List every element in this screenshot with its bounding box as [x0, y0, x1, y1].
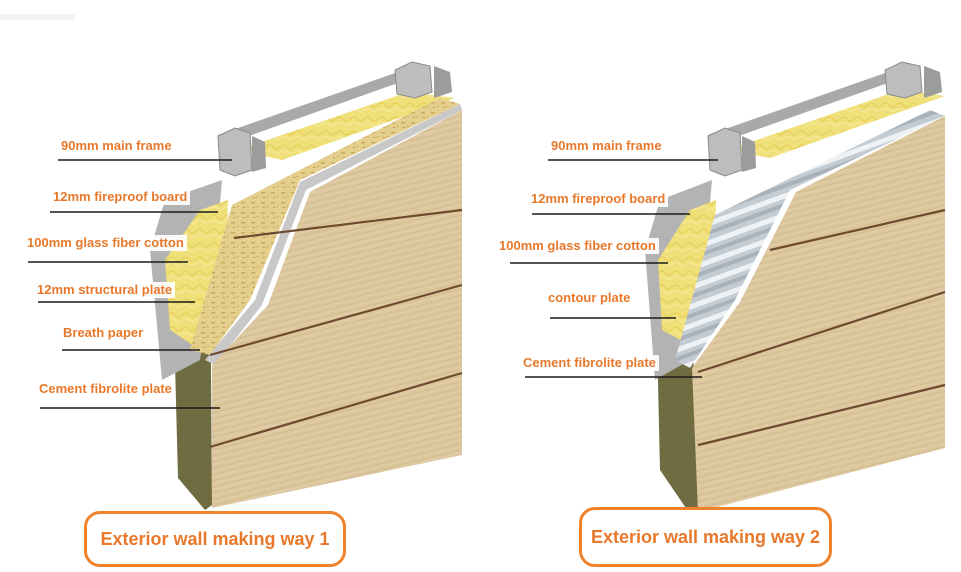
- wall-1-insulation-top: [238, 92, 455, 160]
- wall-1: [150, 61, 463, 510]
- wall-2-label-fireproof-board: 12mm fireproof board: [528, 191, 669, 207]
- wall-2-label-glass-fiber: 100mm glass fiber cotton: [496, 238, 659, 254]
- wall-1-label-siding: Cement fibrolite plate: [36, 381, 175, 397]
- wall-1-breath-paper: [205, 104, 462, 365]
- wall-1-leader-lines: [28, 159, 232, 409]
- wall-2-insulation-top: [728, 90, 945, 158]
- wall-2-caption: Exterior wall making way 2: [579, 507, 832, 567]
- wall-1-steel-studs: [217, 61, 452, 177]
- wall-2: [645, 61, 946, 514]
- wall-2-contour-plate: [675, 110, 945, 368]
- wall-1-siding-seams: [209, 208, 463, 449]
- wall-2-steel-back: [708, 72, 902, 142]
- wall-2-siding-seams: [697, 208, 946, 447]
- wall-1-structural-plate: [190, 98, 460, 355]
- wall-2-leader-lines: [510, 159, 718, 378]
- wall-1-caption: Exterior wall making way 1: [84, 511, 346, 567]
- wall-2-label-main-frame: 90mm main frame: [548, 138, 665, 154]
- wall-1-siding: [212, 110, 462, 508]
- wall-1-label-glass-fiber: 100mm glass fiber cotton: [24, 235, 187, 251]
- wall-2-label-siding: Cement fibrolite plate: [520, 355, 659, 371]
- wall-2-siding: [692, 116, 945, 512]
- wall-2-label-contour-plate: contour plate: [545, 290, 634, 306]
- wall-2-steel-studs: [707, 61, 942, 177]
- wall-1-label-breath-paper: Breath paper: [60, 325, 147, 341]
- wall-1-steel-back: [218, 72, 412, 142]
- wall-1-label-structural-plate: 12mm structural plate: [34, 282, 176, 298]
- wall-1-label-fireproof-board: 12mm fireproof board: [50, 189, 191, 205]
- top-mark: [0, 14, 75, 20]
- wall-1-label-main-frame: 90mm main frame: [58, 138, 175, 154]
